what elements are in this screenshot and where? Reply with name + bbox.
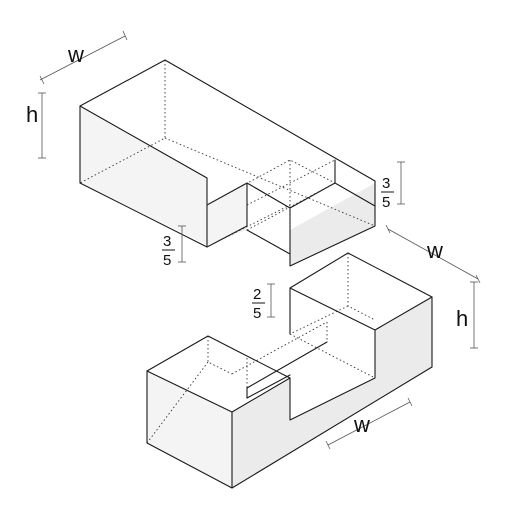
bottom-width-front-label: w [353, 412, 370, 437]
top-notch-left-num: 3 [163, 233, 171, 250]
bottom-block-front-face [147, 371, 232, 488]
bottom-block-top-face [147, 253, 432, 412]
top-height-label: h [26, 102, 38, 127]
top-notch-left-den: 5 [163, 252, 171, 269]
top-width-label: w [67, 42, 84, 67]
bottom-tenon-den: 5 [253, 305, 261, 322]
top-block-notch-inner [207, 183, 247, 245]
top-block [79, 59, 376, 267]
top-block-right-face [290, 183, 375, 266]
dimension-lines [38, 30, 481, 450]
bottom-width-right-label: w [426, 238, 443, 263]
top-block-front-face [80, 106, 207, 245]
bottom-tenon-num: 2 [253, 286, 261, 303]
top-notch-right-num: 3 [382, 175, 390, 192]
bottom-block-right-face [232, 297, 432, 488]
bottom-height-label: h [456, 306, 468, 331]
bottom-block [146, 252, 433, 489]
dimension-labels: w h 3 5 3 5 w h 2 5 w [26, 42, 468, 437]
top-notch-right-den: 5 [382, 194, 390, 211]
